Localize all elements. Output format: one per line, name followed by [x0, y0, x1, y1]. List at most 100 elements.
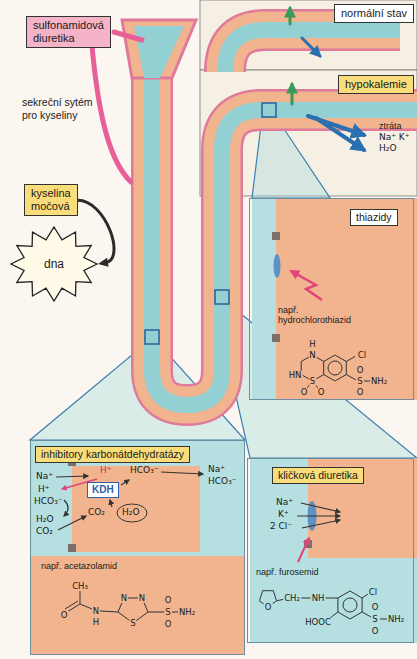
chem-atom: H	[308, 340, 316, 349]
nephron-tubule-part	[225, 30, 400, 72]
chem-atom: NH₂	[387, 615, 405, 624]
ion-arrow-part	[161, 472, 203, 474]
node-label: KDH	[92, 484, 114, 496]
chem-atom: CH₂	[283, 594, 301, 603]
ion-label: Na⁺	[208, 465, 225, 475]
ion-label: CO₂	[88, 508, 105, 518]
ion-label: Na⁺ K⁺	[379, 133, 410, 143]
thiazide-cell-part	[252, 198, 417, 400]
carbonic-anhydrase-cell-part	[30, 556, 245, 655]
node-label: thiazidy	[350, 209, 398, 226]
structural-formula-part	[362, 612, 371, 617]
ion-label: HCO₃⁻	[130, 466, 159, 476]
chem-atom: CH₃	[71, 582, 89, 591]
ion-arrow-part	[58, 516, 86, 530]
ion-arrow-part	[121, 480, 129, 485]
chem-atom: S	[129, 619, 136, 628]
chem-atom: H	[92, 618, 100, 627]
chem-atom: HN	[288, 370, 303, 379]
node-label: hypokalemie	[345, 78, 407, 91]
detail-marker-part	[145, 330, 159, 344]
burst-outline-shape	[11, 227, 97, 301]
ion-arrow-part	[110, 500, 112, 507]
structural-formula-part	[328, 361, 342, 375]
drug-pathway-part	[92, 46, 131, 182]
ion-label: Na⁺	[36, 472, 53, 482]
ion-label: H⁺	[38, 485, 50, 495]
chem-atom: O	[264, 603, 273, 612]
structural-formula-part	[148, 612, 165, 613]
thiazide-cell-part	[291, 271, 322, 300]
glomerular-funnel-part	[122, 20, 196, 78]
chem-atom: S	[371, 615, 378, 624]
chem-atom: O	[60, 611, 69, 620]
nephron-tubule-part	[152, 70, 417, 405]
node-label: normální stav	[341, 7, 407, 20]
carbonic-anhydrase-cell	[30, 440, 245, 655]
enzyme-box: KDH	[87, 482, 119, 498]
note-label: ztráta	[379, 122, 402, 132]
chem-atom: N	[120, 594, 128, 603]
ion-label: HCO₃⁻	[34, 497, 63, 507]
structural-formula-part	[338, 591, 362, 619]
chem-atom: Cl	[368, 588, 378, 597]
structural-formula-part	[324, 355, 347, 381]
ion-label: H₂O	[122, 508, 139, 518]
node-note: např. hydrochlorothiazid	[278, 305, 370, 326]
flow-arrow-part	[291, 84, 294, 104]
ion-label: HCO₃⁻	[208, 477, 237, 487]
chem-atom: Cl	[357, 351, 367, 360]
chem-atom: N	[138, 594, 146, 603]
ion-arrow-part	[64, 500, 68, 516]
loop-diuretic-cell-part	[297, 515, 340, 516]
carbonic-anhydrase-cell-part	[68, 544, 76, 552]
structural-formula-part	[100, 611, 118, 612]
loop-diuretic-cell-part	[302, 520, 340, 528]
node-note: např. acetazolamid	[41, 561, 117, 571]
chem-atom: S	[356, 377, 363, 386]
drug-pathway	[92, 32, 142, 182]
chem-atom: O	[356, 388, 365, 397]
drug-box: sulfonamidová diuretika	[26, 16, 111, 48]
chem-atom: O	[371, 603, 380, 612]
ion-arrow	[56, 472, 203, 530]
node-label: inhibitory karbonátdehydratázy	[35, 446, 190, 463]
glomerular-funnel-part	[134, 26, 184, 78]
node-label: kličková diuretika	[272, 467, 364, 484]
nephron-tubule-part	[225, 30, 400, 72]
detail-marker-part	[262, 103, 276, 117]
flow-arrow-part	[316, 118, 364, 150]
ion-label: CO₂	[36, 527, 53, 537]
nephron-tubule-part	[152, 70, 417, 405]
chem-atom: O	[356, 366, 365, 375]
nephron-tubule-part	[152, 70, 417, 405]
state-box: hypokalemie	[338, 75, 414, 94]
node-label: dna	[10, 258, 98, 270]
glomerular-funnel	[122, 20, 196, 78]
chem-atom: O	[164, 596, 173, 605]
carbonic-anhydrase-cell-part	[30, 440, 245, 655]
note-label: sekreční sytém pro kyseliny	[22, 96, 94, 121]
ion-label: H⁺	[100, 466, 112, 476]
flow-arrow-part	[289, 8, 292, 24]
chem-atom: N	[92, 607, 100, 616]
ion-label: 2 Cl⁻	[270, 522, 292, 532]
structural-formula	[65, 591, 180, 623]
node-note: např. furosemid	[256, 567, 319, 577]
structural-formula-part	[324, 598, 338, 599]
loop-diuretic-cell-part	[301, 503, 340, 512]
chem-atom: O	[300, 388, 309, 397]
node-label: sulfonamidová diuretika	[33, 19, 104, 45]
chem-atom: NH	[311, 594, 326, 603]
structural-formula-part	[80, 591, 81, 604]
burst-shape: dna	[10, 226, 98, 302]
structural-formula-part	[65, 601, 78, 609]
structural-formula	[301, 355, 371, 392]
chem-atom: S	[164, 608, 171, 617]
substance-box: kyselina močová	[24, 184, 78, 216]
structural-formula-part	[67, 604, 80, 612]
chem-atom: S	[309, 377, 316, 386]
chem-atom: O	[164, 620, 173, 629]
thiazide-cell-part	[274, 254, 281, 278]
structural-formula-part	[346, 375, 356, 381]
